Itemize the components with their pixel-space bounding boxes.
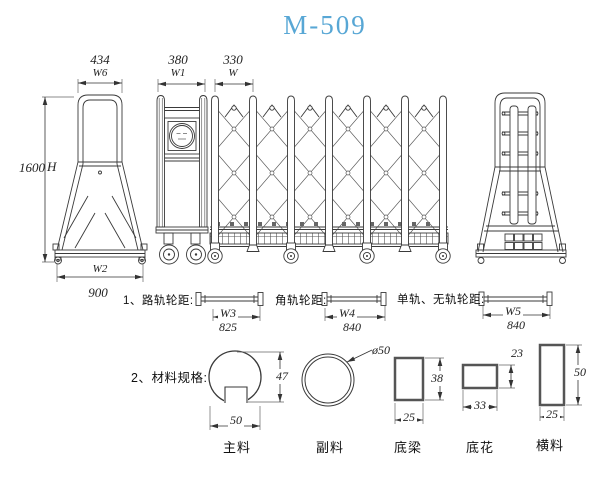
profile-sub-rail (301, 349, 373, 407)
label-material-spec: 材料规格: (151, 371, 208, 385)
diameter-leader (346, 349, 373, 363)
profile-bottom-insert (461, 363, 499, 390)
gate-wheels (207, 242, 451, 264)
dim-w5-value: 840 (507, 318, 525, 332)
profile-main-rail (208, 350, 262, 405)
dim-w5-label: W5 (503, 304, 523, 319)
note-index: 1、 (123, 295, 142, 307)
dim-side-width: 380 (168, 52, 188, 67)
axle-road-rail (195, 292, 264, 306)
dim-main-width: 50 (228, 413, 244, 428)
folded-stack (504, 233, 543, 250)
top-pivots (224, 104, 434, 118)
label-trackless: 单轨、无轨轮距: (397, 294, 485, 306)
profile-cross-rail (538, 343, 566, 407)
dim-front-base-label: W2 (92, 263, 108, 275)
sheet-title: M-509 (283, 10, 367, 40)
dim-sub-diameter: ø50 (372, 343, 390, 357)
gate-view (207, 95, 451, 264)
rear-view (475, 92, 567, 264)
ladder-bar (527, 105, 537, 225)
dim-cross-width: 25 (544, 407, 560, 422)
dim-front-base-width: 900 (88, 285, 108, 300)
axle-diagrams (195, 291, 553, 306)
dim-gate-pitch: 330 (223, 52, 243, 67)
front-view (52, 94, 148, 265)
label-bottom-beam: 底梁 (393, 440, 423, 455)
note-wheel-spacing-1: 1、路轨轮距: (123, 292, 194, 308)
dim-front-height: 1600 (19, 160, 45, 175)
trolley-wheels (159, 244, 206, 265)
dim-gate-pitch-label: W (228, 67, 238, 79)
note-index: 2、 (131, 371, 152, 385)
material-profiles (208, 343, 566, 407)
side-view (155, 95, 209, 265)
dim-beam-height: 38 (429, 371, 445, 386)
label-cross-rail: 横料 (535, 438, 565, 453)
dim-main-height: 47 (274, 369, 290, 384)
axle-corner-rail (321, 292, 387, 306)
dim-cross-height: 50 (572, 365, 588, 380)
label-road-rail: 路轨轮距: (141, 295, 194, 307)
label-corner-rail: 角轨轮距: (275, 295, 327, 307)
note-wheel-spacing-3: 单轨、无轨轮距: (397, 291, 485, 307)
dim-side-width-label: W1 (170, 67, 186, 79)
label-main-rail: 主料 (222, 440, 252, 455)
dim-front-height-label: H (47, 159, 57, 174)
brand-stamp (169, 123, 195, 149)
dim-front-top-width: 434 (90, 52, 110, 67)
label-sub-rail: 副料 (315, 440, 345, 455)
dim-w3-label: W3 (218, 306, 238, 321)
dim-insert-width: 33 (472, 398, 488, 413)
dim-beam-width: 25 (401, 410, 417, 425)
gate-posts (211, 95, 447, 252)
note-wheel-spacing-2: 角轨轮距: (275, 292, 327, 308)
label-bottom-insert: 底花 (465, 440, 495, 455)
dim-w4-label: W4 (337, 306, 357, 321)
note-materials-heading: 2、材料规格: (131, 367, 207, 386)
axle-trackless (478, 291, 553, 306)
dim-insert-height: 23 (511, 346, 523, 360)
dim-w3-value: 825 (219, 320, 237, 334)
profile-bottom-beam (393, 356, 425, 402)
ladder-bar (509, 105, 519, 225)
dim-front-top-label: W6 (92, 67, 108, 79)
dim-w4-value: 840 (343, 320, 361, 334)
